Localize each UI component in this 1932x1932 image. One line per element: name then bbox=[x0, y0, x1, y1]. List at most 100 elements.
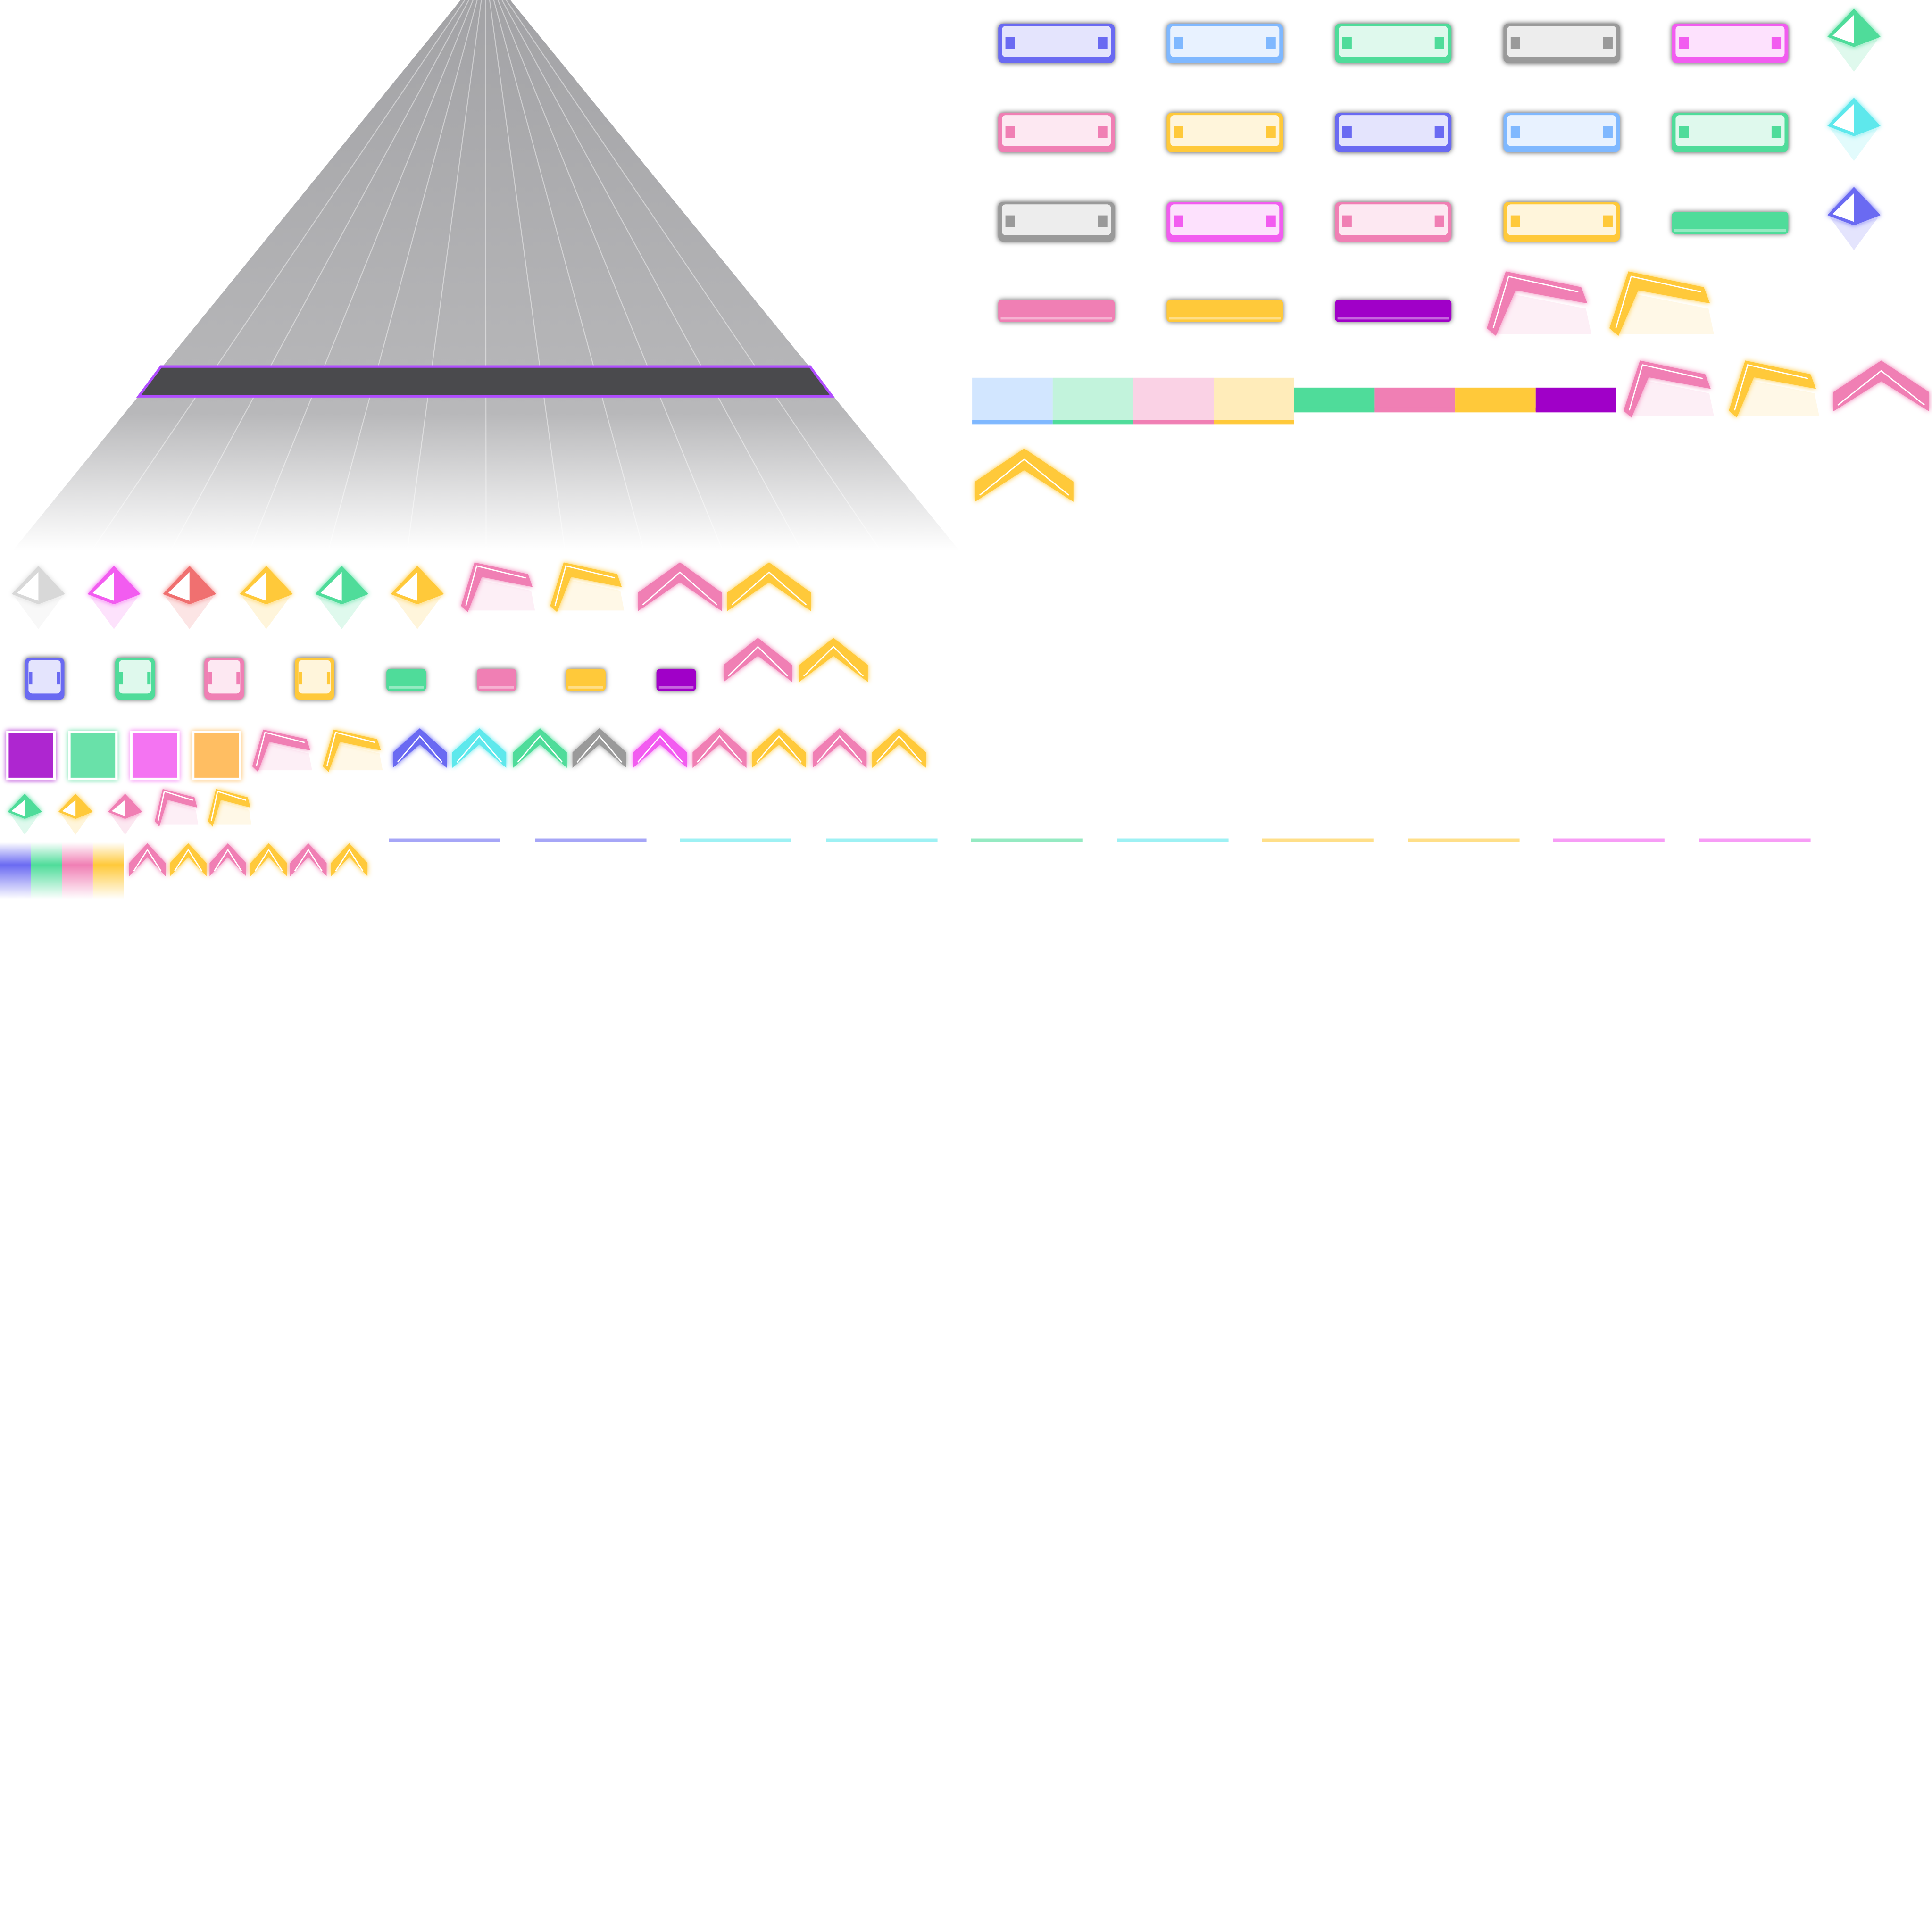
green-diamond-note bbox=[8, 793, 42, 835]
pink-tap-note bbox=[1335, 201, 1452, 242]
lane-divider bbox=[493, 0, 645, 551]
green-chevron-arrow bbox=[513, 728, 567, 768]
pink-chevron-arrow bbox=[638, 562, 722, 611]
pink-chevron-arrow bbox=[1833, 360, 1930, 412]
lane-divider bbox=[489, 0, 566, 551]
yellow-chevron-arrow bbox=[872, 728, 926, 768]
yellow-tap-note bbox=[295, 658, 335, 700]
sky-tap-note bbox=[1503, 112, 1620, 152]
cyan-line-segment bbox=[680, 838, 791, 842]
lane-divider bbox=[506, 0, 882, 551]
lane-divider bbox=[485, 0, 487, 551]
purple-bar-note bbox=[1335, 300, 1452, 322]
yellow-chevron-arrow bbox=[330, 843, 367, 876]
pink-tap-note bbox=[205, 658, 245, 700]
yellow-tap-note bbox=[1166, 112, 1283, 152]
green-tap-note bbox=[115, 658, 155, 700]
pink-strip-segment bbox=[1133, 377, 1214, 425]
pink-gradient-strip bbox=[62, 842, 93, 899]
blue-tap-note bbox=[1335, 112, 1452, 152]
yellow-strip-segment bbox=[1455, 387, 1536, 413]
magenta-tap-note bbox=[1672, 23, 1789, 63]
lane-divider bbox=[407, 0, 482, 551]
green-line-segment bbox=[971, 838, 1083, 842]
gray-chevron-arrow bbox=[573, 728, 627, 768]
cyan-line-segment bbox=[1116, 838, 1228, 842]
yellow-diamond-note bbox=[239, 566, 292, 629]
pink-chevron-arrow bbox=[812, 728, 866, 768]
magenta-glow-square bbox=[130, 731, 180, 781]
cyan-line-segment bbox=[825, 838, 937, 842]
blue-line-segment bbox=[389, 838, 500, 842]
blue-line-segment bbox=[534, 838, 646, 842]
note-highway-lane bbox=[12, 0, 960, 551]
yellow-chevron-arrow bbox=[250, 843, 287, 876]
blue-gradient-strip bbox=[0, 842, 31, 899]
purple-strip-segment bbox=[1535, 387, 1616, 413]
pink-tap-note bbox=[998, 112, 1115, 152]
magenta-tap-note bbox=[1166, 201, 1283, 242]
yellow-flick-arrow bbox=[1729, 360, 1820, 418]
yellow-flick-arrow bbox=[208, 789, 251, 827]
red-diamond-note bbox=[163, 566, 217, 629]
blue-tap-note bbox=[25, 658, 65, 700]
magenta-diamond-note bbox=[87, 566, 141, 629]
green-glow-square bbox=[68, 731, 118, 781]
purple-bar-note bbox=[656, 668, 696, 691]
green-tap-note bbox=[1335, 23, 1452, 63]
purple-glow-square bbox=[6, 731, 56, 781]
pink-chevron-arrow bbox=[724, 638, 792, 682]
green-bar-note bbox=[1672, 211, 1789, 234]
lane-divider bbox=[497, 0, 724, 551]
lane-dividers bbox=[91, 0, 882, 551]
yellow-chevron-arrow bbox=[799, 638, 868, 682]
lane-divider bbox=[327, 0, 478, 551]
blue-tap-note bbox=[998, 23, 1115, 63]
green-strip-segment bbox=[1294, 387, 1375, 413]
judgement-line bbox=[136, 365, 835, 398]
pink-chevron-arrow bbox=[692, 728, 747, 768]
yellow-line-segment bbox=[1407, 838, 1519, 842]
yellow-chevron-arrow bbox=[975, 448, 1074, 502]
sky-strip-segment bbox=[972, 377, 1053, 425]
green-gradient-strip bbox=[31, 842, 62, 899]
yellow-chevron-arrow bbox=[752, 728, 807, 768]
yellow-tap-note bbox=[1503, 201, 1620, 242]
blue-chevron-arrow bbox=[392, 728, 447, 768]
yellow-flick-arrow bbox=[1609, 271, 1714, 336]
green-strip-segment bbox=[1052, 377, 1133, 425]
pink-chevron-arrow bbox=[290, 843, 327, 876]
lane-divider bbox=[170, 0, 470, 551]
pink-bar-note bbox=[476, 668, 516, 691]
gray-tap-note bbox=[1503, 23, 1620, 63]
sky-tap-note bbox=[1166, 23, 1283, 63]
lane-divider bbox=[249, 0, 474, 551]
lane-divider bbox=[91, 0, 466, 551]
yellow-bar-note bbox=[566, 668, 606, 691]
cyan-diamond-note bbox=[1827, 98, 1881, 161]
yellow-chevron-arrow bbox=[727, 562, 811, 611]
white-diamond-note bbox=[12, 566, 65, 629]
green-tap-note bbox=[1672, 112, 1789, 152]
yellow-flick-arrow bbox=[550, 562, 625, 612]
green-diamond-note bbox=[1827, 8, 1881, 72]
yellow-flick-arrow bbox=[323, 729, 383, 772]
pink-diamond-note bbox=[108, 793, 142, 835]
magenta-line-segment bbox=[1699, 838, 1810, 842]
yellow-diamond-note bbox=[58, 793, 92, 835]
cyan-chevron-arrow bbox=[453, 728, 507, 768]
green-diamond-note bbox=[315, 566, 368, 629]
green-bar-note bbox=[386, 668, 426, 691]
pink-chevron-arrow bbox=[129, 843, 166, 876]
pink-flick-arrow bbox=[1623, 360, 1714, 418]
blue-diamond-note bbox=[1827, 187, 1881, 250]
pink-flick-arrow bbox=[155, 789, 199, 827]
lane-divider bbox=[501, 0, 802, 551]
pink-bar-note bbox=[998, 300, 1115, 322]
yellow-line-segment bbox=[1262, 838, 1374, 842]
gray-tap-note bbox=[998, 201, 1115, 242]
yellow-diamond-note bbox=[391, 566, 444, 629]
yellow-gradient-strip bbox=[92, 842, 124, 899]
pink-flick-arrow bbox=[1487, 271, 1591, 336]
